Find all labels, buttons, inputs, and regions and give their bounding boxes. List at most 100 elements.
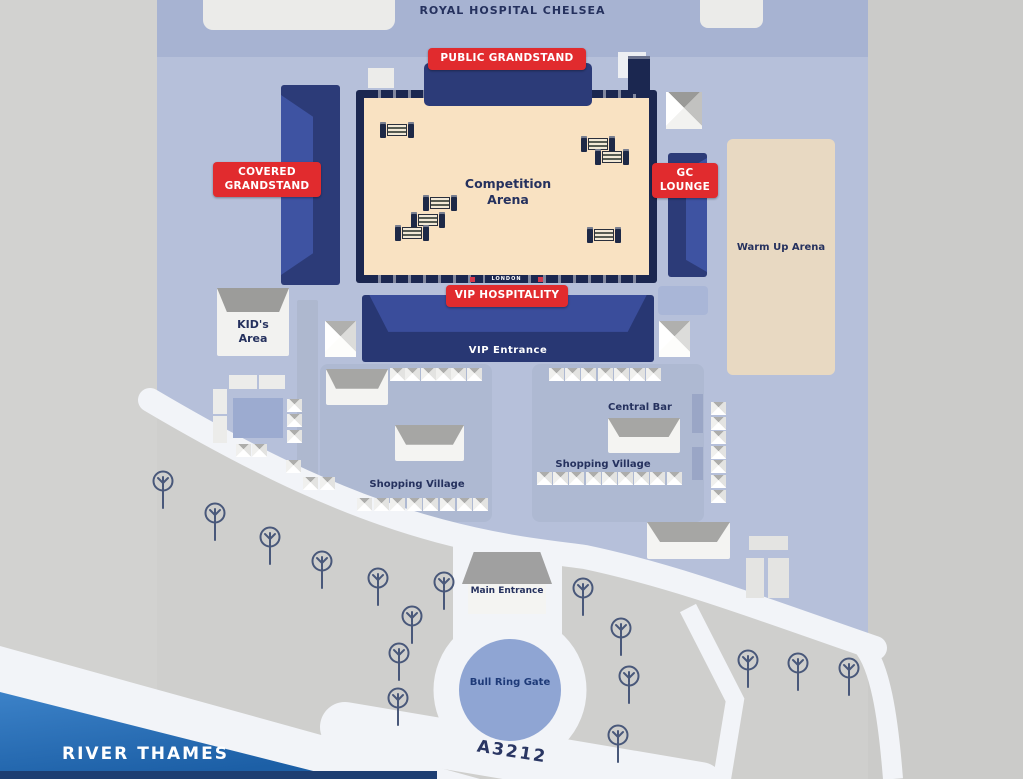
stall-block [229,375,257,389]
competition-arena-label: Competition Arena [464,176,552,208]
north-cabin [368,68,394,88]
stall-tent-icon [711,460,726,474]
main-entrance-label: Main Entrance [470,586,544,596]
stall-block [213,416,227,443]
shopping-village-left-label: Shopping Village [369,479,465,490]
central-bar-marquee [608,418,680,453]
tree-icon [431,569,457,611]
kids-area-tent: KID's Area [217,288,289,356]
stall-tent-icon [711,402,726,415]
tree-icon [365,565,391,607]
bull-ring-road [433,613,587,767]
tree-icon [309,548,335,590]
stall-tent-icon [581,368,597,381]
stall-tent-icon [666,472,682,485]
tent-roof [608,418,680,438]
warm-up-arena: Warm Up Arena [727,139,835,375]
embankment-road [0,646,480,779]
facility-block [768,558,789,598]
stall-tent-icon [287,399,302,412]
stall-tent-icon [569,472,585,485]
stall-tent-icon [537,472,552,485]
stall-tent-icon [390,498,406,511]
tree-icon [399,603,425,645]
stall-tent-icon [420,368,436,381]
bull-ring-gate-label: Bull Ring Gate [469,677,551,688]
tree-icon [150,468,176,510]
tree-icon [257,524,283,566]
river-edge-strip [0,771,437,779]
warm-up-arena-label: Warm Up Arena [736,242,826,253]
jump-obstacle-icon [595,149,629,165]
tree-icon [570,575,596,617]
stall-tent-icon [405,368,421,381]
jump-obstacle-icon [395,225,429,241]
gate-body: Main Entrance [468,584,546,614]
stall-tent-icon [618,472,633,485]
stall-tent-icon [287,429,302,443]
stall-tent-icon [286,460,301,473]
stall-tent-icon [634,472,650,485]
arena-screen-tower [628,56,650,94]
stall-tent-icon [456,498,472,511]
stall-court [233,398,283,438]
stall-tent-icon [553,472,569,485]
facility-block [749,536,788,550]
hospital-building-left [203,0,395,30]
stall-tent-icon [303,477,318,490]
arena-banner-text: LONDON [485,275,528,283]
vip-hospitality-label: VIP HOSPITALITY [446,285,568,307]
stall-tent-icon [466,368,482,381]
stall-tent-icon [711,445,726,459]
left-margin-ground [0,0,157,779]
stall-tent-icon [646,368,662,381]
east-road [854,638,903,779]
facility-block [692,447,703,480]
stall-tent-icon [440,498,455,511]
pavilion-tent-icon [666,92,702,129]
jump-obstacle-icon [380,122,414,138]
flag-mark-icon [537,276,543,282]
stall-tent-icon [357,498,372,511]
flag-mark-icon [470,276,476,282]
vip-entrance-label: VIP Entrance [468,345,548,356]
stall-tent-icon [451,368,467,381]
covered-grandstand-label: COVERED GRANDSTAND [213,162,321,198]
tree-icon [386,640,412,682]
stall-tent-icon [711,489,726,503]
royal-hospital-chelsea-label: ROYAL HOSPITAL CHELSEA [419,4,606,17]
tent-roof [395,425,464,445]
stall-tent-icon [549,368,564,381]
stall-tent-icon [711,416,726,430]
tent-roof [647,522,730,543]
southeast-road [679,603,745,779]
stall-tent-icon [423,498,439,511]
public-grandstand [424,63,592,106]
stall-tent-icon [630,368,645,381]
gc-lounge-annex [658,286,708,315]
hospital-building-right [700,0,763,28]
tree-icon [608,615,634,657]
stall-block [213,389,227,414]
right-margin-ground [868,0,1023,779]
shopping-marquee [326,369,388,405]
stall-tent-icon [585,472,601,485]
tree-icon [605,722,631,764]
competition-arena: LONDON LONDON [356,90,657,283]
gc-lounge-label: GC LOUNGE [652,163,718,199]
kids-area-label: KID's Area [237,318,269,345]
stall-tent-icon [613,368,629,381]
stall-tent-icon [236,444,251,457]
tent-roof [462,552,552,584]
stall-tent-icon [435,368,451,381]
stall-tent-icon [406,498,422,511]
bull-ring-gate-circle [459,639,561,741]
stall-tent-icon [601,472,617,485]
arena-banner-bottom: LONDON [366,275,647,283]
stall-tent-icon [319,477,335,490]
pavilion-tent-icon [659,321,690,357]
stall-tent-icon [252,444,267,457]
tent-roof [217,288,289,313]
shopping-village-right-label: Shopping Village [555,459,651,470]
